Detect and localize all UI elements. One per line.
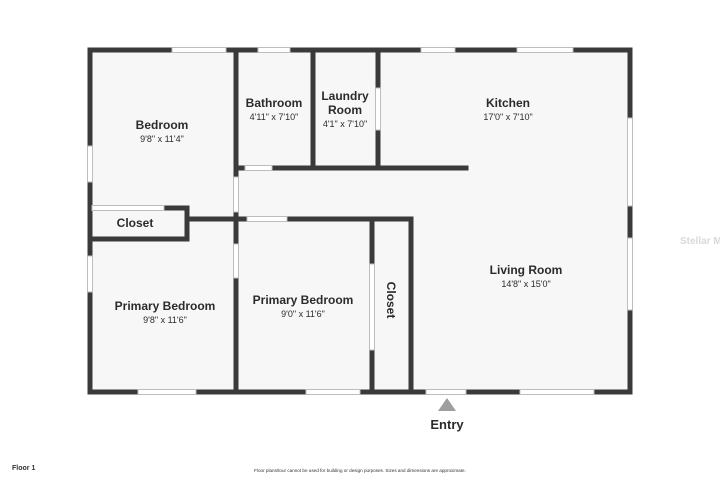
room-name-kitchen: Kitchen — [486, 96, 530, 110]
window-top-kitchen-1 — [420, 47, 456, 53]
room-dims-kitchen: 17'0" x 7'10" — [483, 112, 532, 122]
room-dims-bathroom: 4'11" x 7'10" — [250, 112, 299, 122]
window-top-kitchen-2 — [516, 47, 574, 53]
window-top-bedroom — [171, 47, 227, 53]
entry-arrow-icon — [438, 398, 456, 411]
room-name-primary-center: Primary Bedroom — [253, 293, 354, 307]
room-name-living: Living Room — [490, 263, 563, 277]
room-dims-primary-center: 9'0" x 11'6" — [281, 309, 325, 319]
entry-door — [425, 389, 467, 395]
room-dims-primary-left: 9'8" x 11'6" — [143, 315, 187, 325]
opening-closet-top — [91, 205, 165, 211]
opening-bath-bottom — [244, 165, 273, 171]
room-dims-bedroom: 9'8" x 11'4" — [140, 134, 184, 144]
window-right-kitchen — [627, 117, 633, 207]
room-name-closet-left: Closet — [117, 216, 154, 230]
entry-label: Entry — [430, 417, 464, 432]
room-name-primary-left: Primary Bedroom — [115, 299, 216, 313]
room-name-bathroom: Bathroom — [246, 96, 303, 110]
opening-primary-divider — [233, 243, 239, 279]
windows — [87, 47, 633, 395]
opening-bedroom-hall — [233, 176, 239, 213]
room-name-bedroom: Bedroom — [136, 118, 189, 132]
room-dims-laundry: 4'1" x 7'10" — [323, 119, 367, 129]
room-dims-living: 14'8" x 15'0" — [501, 279, 550, 289]
opening-primary-top — [246, 216, 288, 222]
room-name-closet-vertical: Closet — [384, 282, 398, 319]
floor-label: Floor 1 — [12, 465, 35, 472]
window-bottom-primary-left — [137, 389, 197, 395]
room-name-laundry-line2: Room — [328, 103, 362, 117]
watermark: Stellar MLS — [680, 236, 720, 247]
room-name-laundry-line1: Laundry — [321, 89, 369, 103]
disclaimer: Floor plans/tour cannot be used for buil… — [254, 468, 466, 473]
window-top-bathroom — [257, 47, 291, 53]
window-left-primary — [87, 255, 93, 293]
window-bottom-living — [519, 389, 595, 395]
opening-laundry-kitchen — [375, 87, 381, 131]
window-left-bedroom — [87, 145, 93, 183]
opening-closet-vertical — [369, 263, 375, 351]
window-bottom-primary-center — [305, 389, 361, 395]
window-right-living — [627, 237, 633, 311]
